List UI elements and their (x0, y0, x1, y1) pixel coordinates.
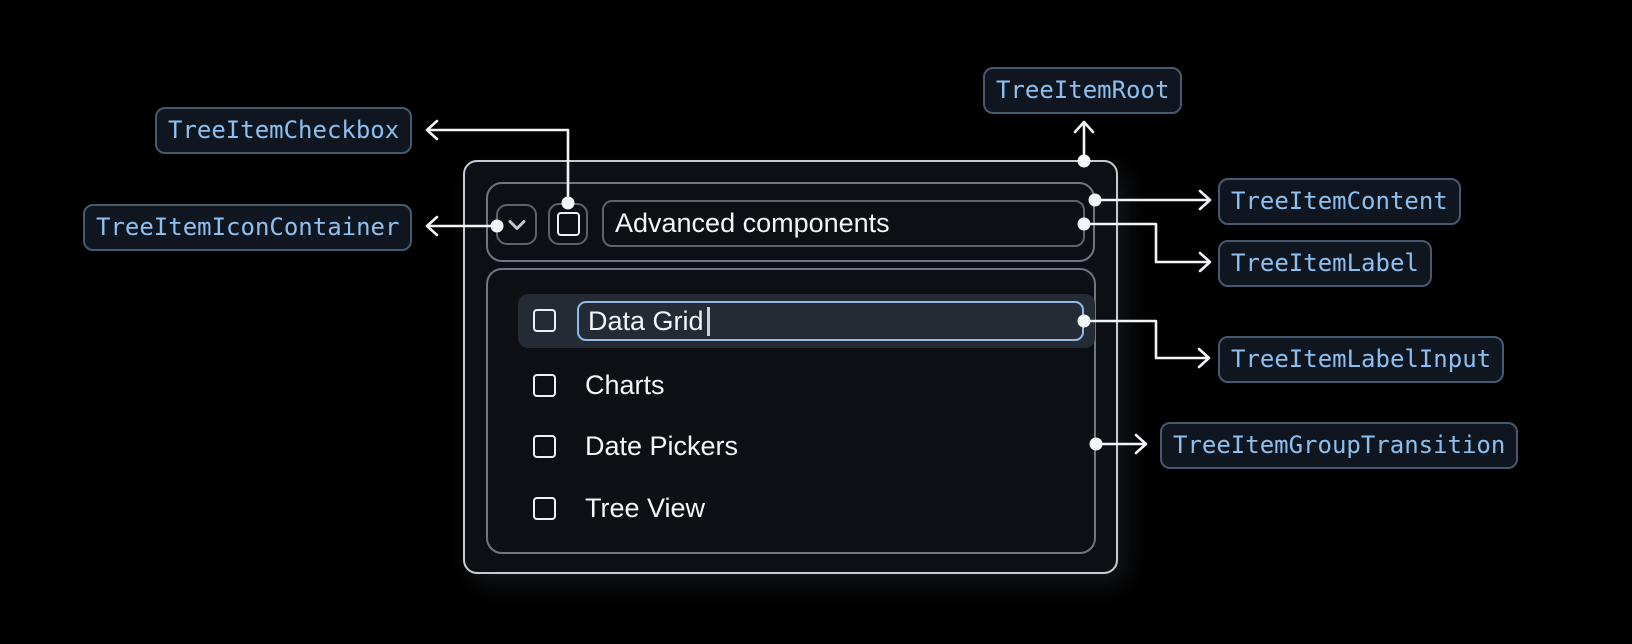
checkbox-unchecked-icon[interactable] (533, 373, 556, 397)
badge-tree-item-group-transition: TreeItemGroupTransition (1160, 422, 1519, 469)
tree-item-label[interactable]: Advanced components (602, 200, 1085, 247)
badge-tree-item-icon-container: TreeItemIconContainer (83, 204, 413, 251)
tree-item-icon-container[interactable] (496, 204, 537, 245)
tree-item-root (463, 160, 1118, 574)
text-caret (706, 306, 710, 336)
tree-item-row[interactable]: Charts (533, 370, 1073, 400)
arrowhead-right (1134, 433, 1148, 455)
tree-item-checkbox[interactable] (548, 203, 588, 245)
badge-tree-item-label-input: TreeItemLabelInput (1218, 336, 1505, 383)
badge-tree-item-label: TreeItemLabel (1218, 240, 1432, 287)
checkbox-unchecked-icon[interactable] (533, 496, 556, 520)
arrowhead-left (425, 215, 439, 237)
arrowhead-left (425, 119, 439, 141)
tree-item-content[interactable] (486, 182, 1095, 262)
tree-item-label: Date Pickers (585, 431, 739, 461)
tree-item-group-transition (486, 268, 1096, 554)
checkbox-unchecked-icon[interactable] (533, 434, 556, 458)
tree-item-row[interactable]: Tree View (533, 493, 1073, 523)
tree-item-label: Charts (585, 370, 665, 400)
tree-item-label: Tree View (585, 493, 706, 523)
label-input-value: Data Grid (588, 305, 704, 336)
arrowhead-right (1197, 347, 1211, 369)
chevron-down-icon (506, 219, 528, 231)
badge-tree-item-root: TreeItemRoot (983, 67, 1183, 114)
checkbox-unchecked-icon (556, 212, 580, 236)
parent-item-label: Advanced components (615, 208, 890, 238)
tree-item-label-input[interactable]: Data Grid (577, 301, 1084, 341)
checkbox-unchecked-icon[interactable] (533, 309, 556, 332)
arrowhead-right (1198, 251, 1212, 273)
arrowhead-right (1198, 189, 1212, 211)
tree-item-row[interactable]: Date Pickers (533, 431, 1073, 461)
badge-tree-item-checkbox: TreeItemCheckbox (155, 107, 413, 154)
arrowhead-up (1073, 120, 1095, 134)
badge-tree-item-content: TreeItemContent (1218, 178, 1461, 225)
